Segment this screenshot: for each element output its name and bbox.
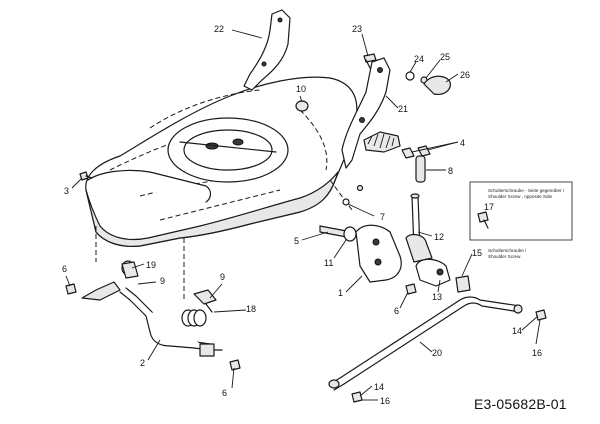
callout-6-mid: 6 [394, 306, 399, 316]
callout-16-right: 16 [532, 348, 542, 358]
inline-note-line1: Schulterschraube / [488, 248, 527, 253]
height-lever [405, 193, 433, 263]
callout-15: 15 [472, 248, 482, 258]
callout-14-right: 14 [512, 326, 522, 336]
callout-25: 25 [440, 52, 450, 62]
small-fasteners [65, 171, 547, 403]
spring-pin [415, 155, 426, 183]
pins [401, 145, 431, 159]
callout-10: 10 [296, 84, 306, 94]
callout-6-left: 6 [62, 264, 67, 274]
callout-2: 2 [140, 358, 145, 368]
callouts: 22 23 24 25 26 10 21 4 8 3 7 5 12 15 11 … [62, 24, 542, 406]
mower-deck [85, 76, 358, 300]
callout-12: 12 [434, 232, 444, 242]
callout-8: 8 [448, 166, 453, 176]
callout-20: 20 [432, 348, 442, 358]
callout-22: 22 [214, 24, 224, 34]
inline-note-line2: Shoulder Screw [488, 254, 521, 259]
axle-bracket [319, 224, 402, 283]
diagram-reference-code: E3-05682B-01 [474, 396, 567, 412]
callout-24: 24 [414, 54, 424, 64]
callout-4: 4 [460, 138, 465, 148]
callout-14-bottom: 14 [374, 382, 384, 392]
callout-16-bottom: 16 [380, 396, 390, 406]
note-box-line1: Schulterschraube - Seite gegenüber / [488, 188, 565, 193]
callout-13: 13 [432, 292, 442, 302]
leader-lines [65, 29, 541, 401]
handle-bracket-left [243, 9, 291, 91]
callout-26: 26 [460, 70, 470, 80]
callout-21: 21 [398, 104, 408, 114]
callout-9-right: 9 [220, 272, 225, 282]
callout-19: 19 [146, 260, 156, 270]
link-rod [328, 275, 523, 391]
callout-6-bottom: 6 [222, 388, 227, 398]
front-axle [81, 260, 223, 357]
callout-11: 11 [324, 258, 333, 268]
callout-3: 3 [64, 186, 69, 196]
callout-23: 23 [352, 24, 362, 34]
callout-5: 5 [294, 236, 299, 246]
callout-9-left: 9 [160, 276, 165, 286]
callout-18: 18 [246, 304, 256, 314]
callout-17: 17 [484, 202, 494, 212]
shoulder-screw-inline-note: Schulterschraube / Shoulder Screw [488, 248, 527, 259]
callout-7: 7 [380, 212, 385, 222]
link-plate [415, 258, 451, 287]
top-fasteners [363, 53, 451, 95]
callout-1: 1 [338, 288, 343, 298]
note-box-line2: Shoulder Screw , opposite Side [488, 194, 553, 199]
shoulder-screw-note-box: Schulterschraube - Seite gegenüber / Sho… [469, 181, 573, 241]
torsion-spring [181, 289, 217, 327]
handle-bracket-right [341, 57, 401, 169]
